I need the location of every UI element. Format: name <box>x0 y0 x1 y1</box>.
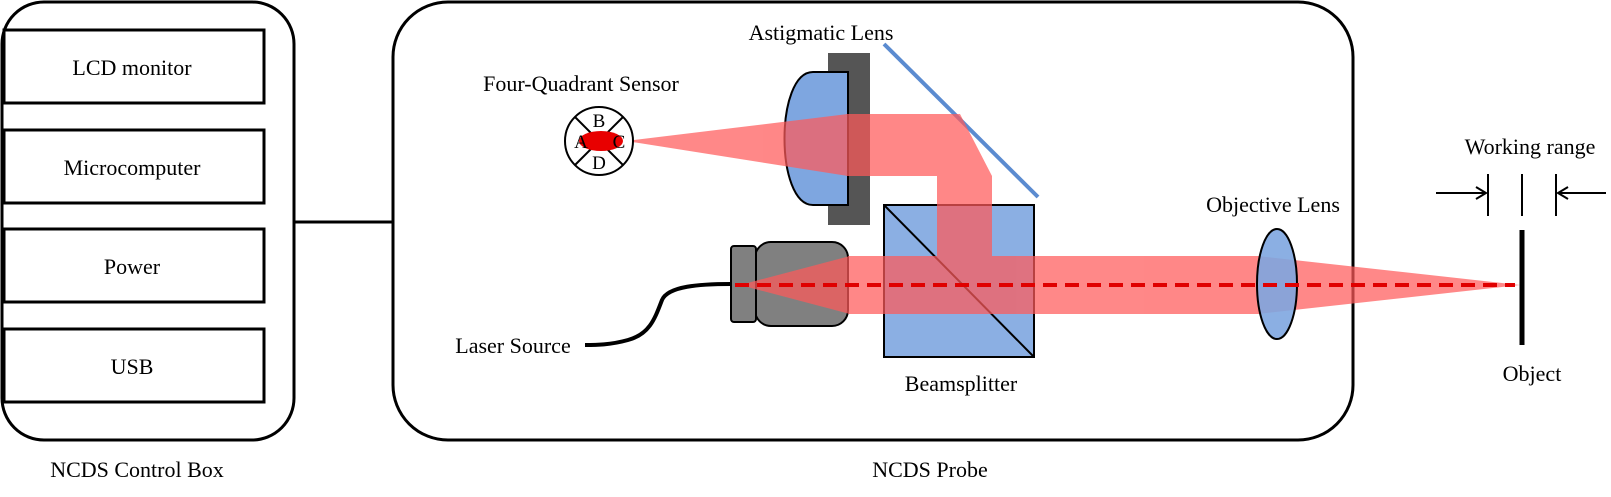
module-microcomputer-label: Microcomputer <box>64 155 202 180</box>
quadrant-b-label: B <box>593 111 606 132</box>
probe: A B C D Four-Quadrant Sensor Astigmatic … <box>391 0 1520 482</box>
four-quadrant-sensor-label: Four-Quadrant Sensor <box>483 71 679 96</box>
objective-lens-label: Objective Lens <box>1206 192 1340 217</box>
beam-expanding-from-source <box>740 256 850 314</box>
module-lcd-monitor <box>2 28 266 105</box>
beamsplitter-label: Beamsplitter <box>905 371 1018 396</box>
module-lcd-monitor-label: LCD monitor <box>72 55 192 80</box>
beam-vertical <box>937 176 992 256</box>
module-usb-label: USB <box>111 354 154 379</box>
beam-focus-to-object <box>1258 256 1520 314</box>
beam-return-to-sensor <box>626 114 848 176</box>
module-power <box>2 227 266 304</box>
object-label: Object <box>1503 361 1562 386</box>
four-quadrant-sensor: A B C D <box>564 106 634 176</box>
working-range-arrowhead-left <box>1475 186 1488 200</box>
laser-fiber-cable <box>584 282 732 347</box>
sensor-laser-spot <box>579 131 623 151</box>
quadrant-d-label: D <box>592 153 606 174</box>
probe-caption: NCDS Probe <box>872 457 988 482</box>
working-range-label: Working range <box>1465 134 1596 159</box>
astigmatic-lens-label: Astigmatic Lens <box>749 20 894 45</box>
beam-top-horizontal <box>846 114 941 176</box>
laser-source-label: Laser Source <box>455 333 570 358</box>
probe-frame <box>391 0 1355 442</box>
module-usb <box>2 327 266 404</box>
working-range-arrowhead-right <box>1556 186 1569 200</box>
object-area: Object Working range <box>1436 134 1606 386</box>
module-microcomputer <box>2 128 266 205</box>
control-box: LCD monitor Microcomputer Power USB NCDS… <box>0 0 296 482</box>
module-power-label: Power <box>104 254 161 279</box>
quadrant-c-label: C <box>613 132 626 153</box>
beam-mirror-corner <box>941 114 992 176</box>
quadrant-a-label: A <box>574 132 588 153</box>
control-box-caption: NCDS Control Box <box>50 457 224 482</box>
